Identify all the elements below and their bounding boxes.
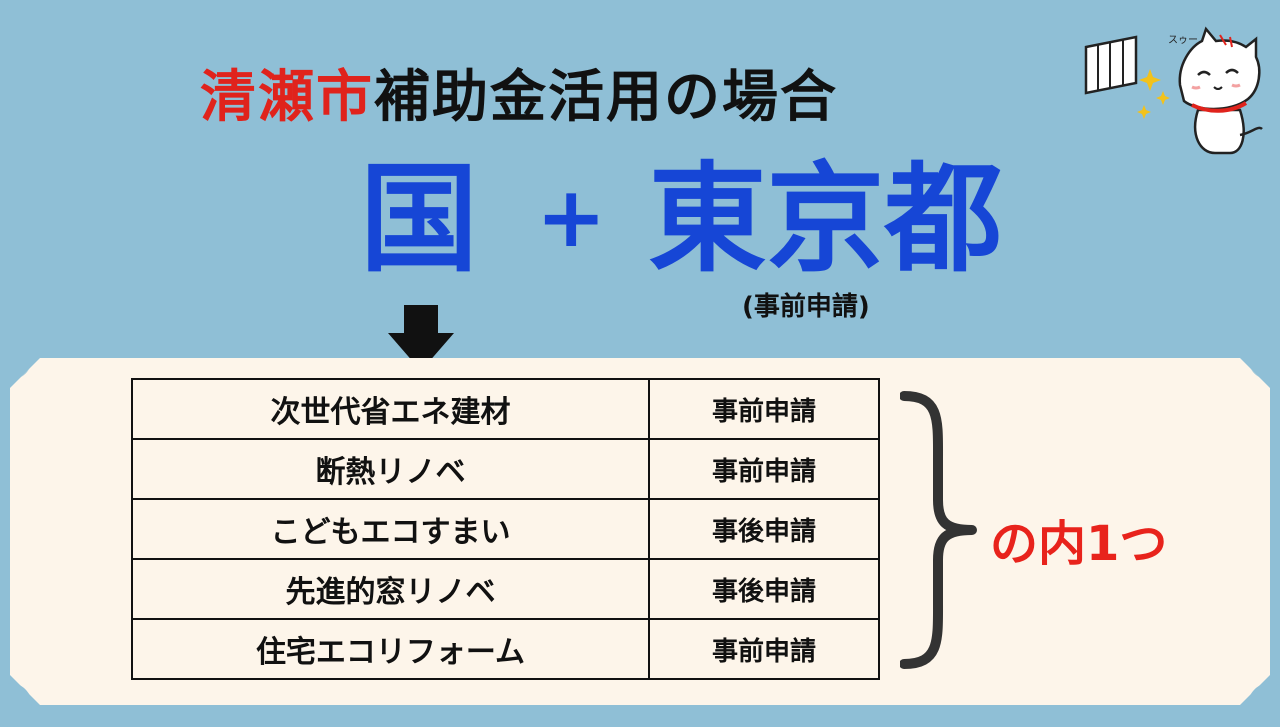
subsidy-name: こどもエコすまい bbox=[131, 498, 650, 560]
application-timing: 事前申請 bbox=[648, 438, 880, 500]
application-timing: 事前申請 bbox=[648, 378, 880, 440]
right-brace-icon bbox=[900, 391, 977, 669]
formula-tokyo: 東京都 bbox=[648, 150, 1003, 288]
application-timing: 事前申請 bbox=[648, 618, 880, 680]
arrow-down-icon bbox=[388, 305, 454, 371]
choose-one-label: の内1つ bbox=[990, 516, 1168, 572]
subsidy-name: 断熱リノベ bbox=[131, 438, 650, 500]
table-row: 断熱リノベ 事前申請 bbox=[131, 438, 880, 500]
panel-corner bbox=[1248, 683, 1280, 727]
application-timing: 事後申請 bbox=[648, 498, 880, 560]
title-city: 清瀬市 bbox=[200, 65, 374, 130]
table-row: こどもエコすまい 事後申請 bbox=[131, 498, 880, 560]
subsidy-name: 先進的窓リノベ bbox=[131, 558, 650, 620]
subsidy-formula: 国+東京都 bbox=[360, 160, 1002, 278]
table-row: 先進的窓リノベ 事後申請 bbox=[131, 558, 880, 620]
title-rest: 補助金活用の場合 bbox=[374, 65, 838, 130]
subsidy-name: 住宅エコリフォーム bbox=[131, 618, 650, 680]
table-row: 住宅エコリフォーム 事前申請 bbox=[131, 618, 880, 680]
tokyo-note: (事前申請) bbox=[742, 292, 870, 322]
subsidy-name: 次世代省エネ建材 bbox=[131, 378, 650, 440]
formula-plus: + bbox=[536, 168, 607, 266]
cat-window-icon: スゥー bbox=[1084, 26, 1263, 155]
table-row: 次世代省エネ建材 事前申請 bbox=[131, 378, 880, 440]
mascot-sfx: スゥー bbox=[1168, 35, 1198, 46]
subsidy-table: 次世代省エネ建材 事前申請 断熱リノベ 事前申請 こどもエコすまい 事後申請 先… bbox=[131, 378, 880, 680]
page-title: 清瀬市補助金活用の場合 bbox=[200, 52, 838, 133]
application-timing: 事後申請 bbox=[648, 558, 880, 620]
formula-national: 国 bbox=[360, 150, 479, 288]
